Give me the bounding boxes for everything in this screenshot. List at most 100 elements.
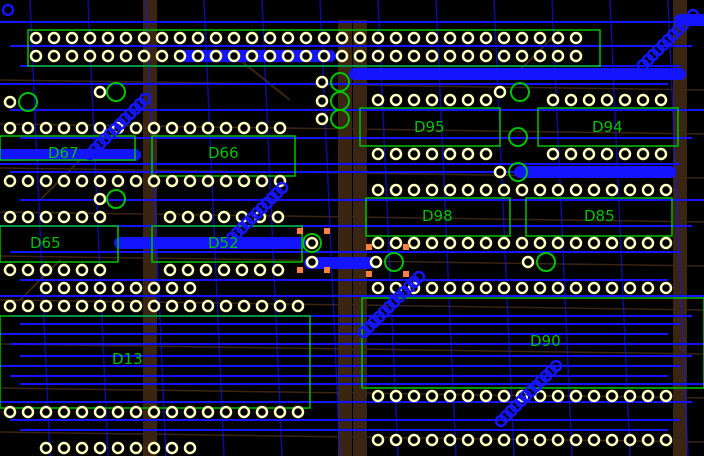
pad[interactable]: [654, 93, 668, 107]
pad[interactable]: [21, 263, 35, 277]
pad[interactable]: [93, 85, 107, 99]
pad[interactable]: [165, 281, 179, 295]
pad[interactable]: [39, 121, 53, 135]
pad[interactable]: [623, 389, 637, 403]
pad[interactable]: [173, 31, 187, 45]
pad[interactable]: [623, 433, 637, 447]
pad[interactable]: [659, 433, 673, 447]
pad[interactable]: [546, 147, 560, 161]
pad[interactable]: [183, 174, 197, 188]
pad[interactable]: [659, 389, 673, 403]
pad[interactable]: [137, 31, 151, 45]
pad[interactable]: [183, 299, 197, 313]
pad[interactable]: [199, 263, 213, 277]
pad[interactable]: [443, 31, 457, 45]
pad[interactable]: [582, 93, 596, 107]
via[interactable]: [220, 236, 234, 250]
pad[interactable]: [425, 31, 439, 45]
pad[interactable]: [479, 281, 493, 295]
component-label-d52[interactable]: D52: [208, 234, 239, 252]
pad[interactable]: [173, 49, 187, 63]
pad[interactable]: [183, 281, 197, 295]
pad[interactable]: [493, 85, 507, 99]
pad[interactable]: [515, 183, 529, 197]
pad[interactable]: [165, 441, 179, 455]
pad[interactable]: [183, 405, 197, 419]
pad[interactable]: [183, 441, 197, 455]
component-label-d90[interactable]: D90: [530, 332, 561, 350]
pad[interactable]: [389, 31, 403, 45]
pad[interactable]: [227, 49, 241, 63]
pad[interactable]: [521, 255, 535, 269]
pad[interactable]: [209, 49, 223, 63]
pad[interactable]: [533, 31, 547, 45]
pad[interactable]: [407, 93, 421, 107]
pad[interactable]: [155, 31, 169, 45]
pad[interactable]: [129, 121, 143, 135]
pad[interactable]: [600, 147, 614, 161]
pad[interactable]: [425, 49, 439, 63]
pad[interactable]: [281, 31, 295, 45]
pad[interactable]: [497, 389, 511, 403]
via[interactable]: [636, 58, 650, 72]
pad[interactable]: [546, 93, 560, 107]
pad[interactable]: [551, 389, 565, 403]
pad[interactable]: [217, 263, 231, 277]
pad[interactable]: [618, 93, 632, 107]
pad[interactable]: [39, 405, 53, 419]
pad[interactable]: [389, 183, 403, 197]
pad[interactable]: [641, 433, 655, 447]
pad[interactable]: [587, 433, 601, 447]
pad[interactable]: [147, 405, 161, 419]
component-label-d85[interactable]: D85: [584, 207, 615, 225]
pad[interactable]: [3, 299, 17, 313]
pad[interactable]: [569, 49, 583, 63]
pad[interactable]: [129, 174, 143, 188]
pad[interactable]: [201, 174, 215, 188]
pad[interactable]: [183, 121, 197, 135]
pad[interactable]: [389, 49, 403, 63]
pad[interactable]: [271, 263, 285, 277]
pad[interactable]: [201, 299, 215, 313]
via[interactable]: [83, 147, 97, 161]
pad[interactable]: [497, 281, 511, 295]
pad[interactable]: [564, 93, 578, 107]
pad[interactable]: [147, 281, 161, 295]
pad[interactable]: [3, 95, 17, 109]
pad[interactable]: [605, 236, 619, 250]
component-label-d67[interactable]: D67: [48, 144, 79, 162]
pad[interactable]: [263, 31, 277, 45]
pad[interactable]: [497, 183, 511, 197]
pad[interactable]: [271, 210, 285, 224]
pad[interactable]: [371, 236, 385, 250]
pad[interactable]: [461, 49, 475, 63]
pad[interactable]: [3, 263, 17, 277]
pad[interactable]: [75, 441, 89, 455]
pad[interactable]: [29, 31, 43, 45]
pad[interactable]: [371, 49, 385, 63]
pad[interactable]: [191, 31, 205, 45]
pad[interactable]: [75, 121, 89, 135]
component-label-d95[interactable]: D95: [414, 118, 445, 136]
pad[interactable]: [533, 236, 547, 250]
pad[interactable]: [129, 299, 143, 313]
pad[interactable]: [369, 255, 383, 269]
pad[interactable]: [569, 433, 583, 447]
pad[interactable]: [93, 210, 107, 224]
pad[interactable]: [93, 405, 107, 419]
pad[interactable]: [479, 183, 493, 197]
pad[interactable]: [299, 31, 313, 45]
pad[interactable]: [551, 433, 565, 447]
pad[interactable]: [129, 405, 143, 419]
pad[interactable]: [101, 49, 115, 63]
pad[interactable]: [515, 433, 529, 447]
pad[interactable]: [119, 49, 133, 63]
pad[interactable]: [659, 183, 673, 197]
pad[interactable]: [273, 405, 287, 419]
pad[interactable]: [273, 121, 287, 135]
pad[interactable]: [47, 49, 61, 63]
pad[interactable]: [281, 49, 295, 63]
pad[interactable]: [425, 236, 439, 250]
pad[interactable]: [371, 281, 385, 295]
pad[interactable]: [3, 174, 17, 188]
